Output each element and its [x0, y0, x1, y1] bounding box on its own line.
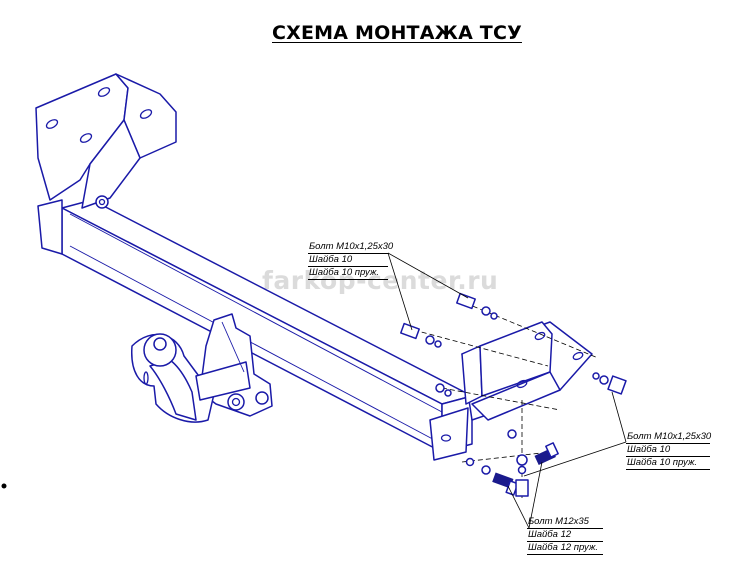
diagram-title: СХЕМА МОНТАЖА ТСУ: [272, 22, 522, 44]
bolt-m10-top: [400, 292, 498, 397]
callout-top-spring-washer-label: Шайба 10 пруж.: [308, 267, 388, 280]
right-bracket: [429, 321, 593, 461]
fasteners: [400, 292, 627, 497]
callout-bottom-bolt: Болт М12х35 Шайба 12 Шайба 12 пруж.: [527, 516, 603, 555]
assembly-axes: [413, 299, 599, 498]
corner-dot: [1, 483, 7, 489]
callout-right-washer-label: Шайба 10: [626, 444, 710, 457]
callout-bottom-bolt-label: Болт М12х35: [527, 516, 603, 529]
callout-top-bolt: Болт М10х1,25х30 Шайба 10 Шайба 10 пруж.: [308, 241, 394, 280]
tow-ball-assembly: [131, 313, 273, 423]
callout-top-bolt-label: Болт М10х1,25х30: [308, 241, 394, 254]
cross-beam: [61, 199, 473, 453]
callout-bottom-washer-label: Шайба 12: [527, 529, 603, 542]
callout-right-bolt: Болт М10х1,25х30 Шайба 10 Шайба 10 пруж.: [626, 431, 712, 470]
watermark: farkop-center.ru: [262, 266, 499, 295]
left-bracket: [35, 73, 177, 255]
callout-bottom-spring-washer-label: Шайба 12 пруж.: [527, 542, 603, 555]
callout-top-washer-label: Шайба 10: [308, 254, 388, 267]
leader-lines: [387, 252, 627, 529]
bolt-m10-right: [592, 372, 627, 395]
callout-right-bolt-label: Болт М10х1,25х30: [626, 431, 712, 444]
bolt-m12-bottom: [465, 429, 559, 497]
callout-right-spring-washer-label: Шайба 10 пруж.: [626, 457, 710, 470]
